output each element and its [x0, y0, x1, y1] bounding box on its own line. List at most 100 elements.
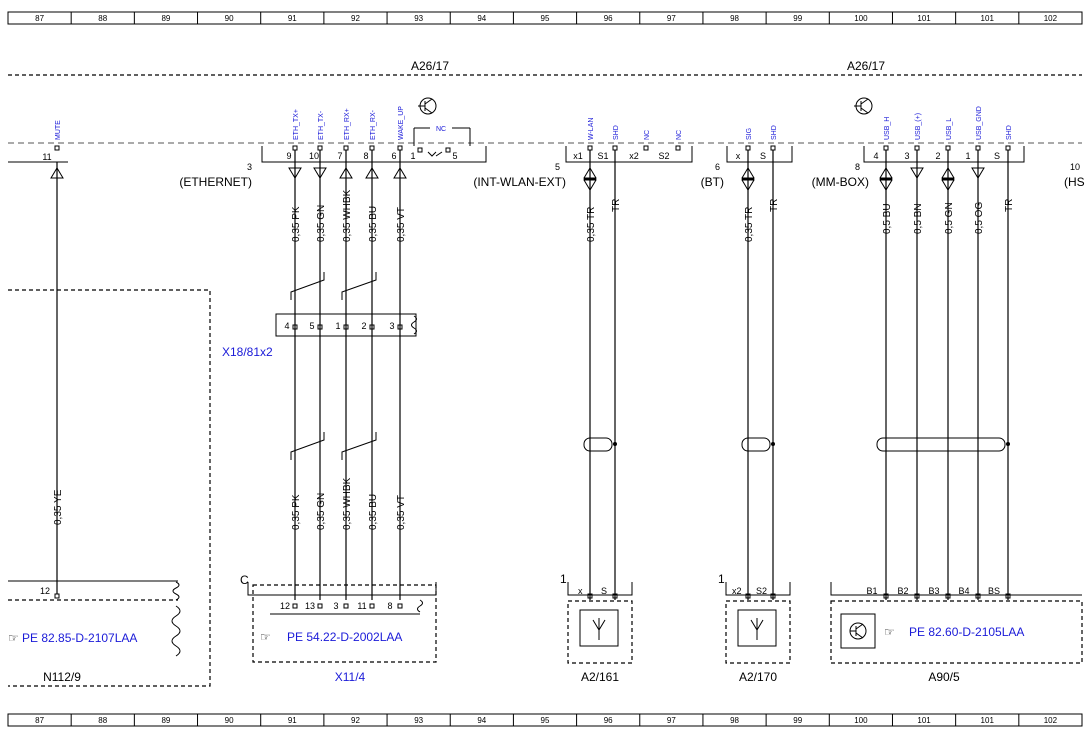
ruler-cell: 89 [161, 716, 170, 725]
pin-number: 10 [309, 151, 319, 161]
pin-number: 5 [309, 321, 314, 331]
output-arrow-icon [971, 167, 985, 179]
a90-ref-prefix-icon: ☞ [884, 625, 895, 639]
ruler-cell: 102 [1044, 716, 1058, 725]
pin-number: x2 [629, 151, 639, 161]
pin-number: 3 [904, 151, 909, 161]
module-label-right: A26/17 [847, 59, 885, 73]
pin-number: S1 [597, 151, 608, 161]
a90-label: A90/5 [928, 670, 960, 684]
ruler-cell: 95 [541, 716, 550, 725]
a90-reference-link[interactable]: PE 82.60-D-2105LAA [909, 625, 1024, 639]
pin-number: 2 [935, 151, 940, 161]
wire-label: TR [769, 199, 780, 212]
wire-label: TR [1004, 199, 1015, 212]
pin-number: 12 [40, 586, 50, 596]
pin-number: 11 [357, 601, 366, 611]
pin-signal: NC [676, 130, 683, 140]
pin-number: 1 [965, 151, 970, 161]
bidirectional-arrow-icon [583, 167, 597, 179]
connector-number: 8 [855, 162, 860, 172]
ruler-cell: 99 [793, 14, 802, 23]
module-label-left: A26/17 [411, 59, 449, 73]
pin-number: 9 [286, 151, 291, 161]
ruler-cell: 97 [667, 14, 676, 23]
n112-ref-prefix-icon: ☞ [8, 631, 19, 645]
ruler-cell: 89 [161, 14, 170, 23]
ruler-cell: 91 [288, 14, 297, 23]
ruler-cell: 87 [35, 716, 44, 725]
pin-number: S [994, 151, 1000, 161]
wire-label: 0,35 WHBK [342, 477, 353, 530]
x11-corner: C [240, 573, 249, 587]
wire-label: 0,35 PK [291, 206, 302, 242]
ruler-cell: 92 [351, 716, 360, 725]
pin-signal: W-LAN [588, 118, 595, 140]
wire-label: 0,5 OG [974, 202, 985, 234]
a2-170-corner: 1 [718, 572, 725, 586]
input-arrow-icon [339, 167, 353, 179]
connector-label: (ETHERNET) [179, 175, 252, 189]
ruler-cell: 98 [730, 716, 739, 725]
pin-number: 8 [363, 151, 368, 161]
x11-reference-link[interactable]: PE 54.22-D-2002LAA [287, 630, 402, 644]
pin-signal: USB_GND [976, 106, 983, 140]
connector-label: (BT) [701, 175, 724, 189]
connector-label: (MM-BOX) [812, 175, 869, 189]
input-arrow-icon [365, 167, 379, 179]
a2-161-corner: 1 [560, 572, 567, 586]
pin-signal: USB_(+) [915, 113, 922, 140]
transistor-icon [854, 97, 873, 115]
ruler-cell: 92 [351, 14, 360, 23]
pin-number: x [736, 151, 741, 161]
connector-number: 5 [555, 162, 560, 172]
ruler-cell: 91 [288, 716, 297, 725]
pin-number: 3 [333, 601, 338, 611]
pin-signal: WAKE_UP [398, 106, 405, 140]
pin-number: B4 [958, 586, 969, 596]
mmbox-connector: 8 (MM-BOX) USB_H4USB_(+)3USB_L2USB_GND1S… [812, 106, 1025, 600]
pin-signal: ETH_RX+ [344, 108, 351, 140]
n112-reference-link[interactable]: PE 82.85-D-2107LAA [22, 631, 137, 645]
pin-signal: SHD [771, 125, 778, 140]
pin-number: 4 [873, 151, 878, 161]
x18-label: X18/81x2 [222, 345, 273, 359]
output-arrow-icon [288, 167, 302, 179]
pin-number: 13 [305, 601, 315, 611]
wire-label: 0,35 VT [396, 495, 407, 530]
ruler-cell: 98 [730, 14, 739, 23]
pin-number: 12 [280, 601, 290, 611]
wire-label: 0,35 GN [316, 205, 327, 242]
pin-signal: ETH_RX- [370, 109, 377, 140]
connector-label: (INT-WLAN-EXT) [473, 175, 566, 189]
wire-label: 0,35 PK [291, 494, 302, 530]
next-connector: 10 (HS [1064, 162, 1085, 189]
wire-label: 0,35 VT [396, 207, 407, 242]
connector-number: 10 [1070, 162, 1080, 172]
wire-label: 0,35 TR [586, 207, 597, 242]
wire-label: 0,35 BU [368, 206, 379, 242]
antenna-icon [750, 618, 764, 640]
pin-signal: USB_H [884, 117, 891, 140]
output-arrow-icon [910, 167, 924, 179]
mute-column: MUTE 11 0,35 YE [8, 120, 68, 594]
ruler-cell: 96 [604, 14, 613, 23]
n112-label: N112/9 [43, 670, 81, 684]
pin-number: 2 [361, 321, 366, 331]
pin-number: S2 [658, 151, 669, 161]
component-n112: 12 ☞ PE 82.85-D-2107LAA N112/9 [8, 289, 211, 687]
pin-signal: SHD [1006, 125, 1013, 140]
antenna-icon [592, 618, 606, 640]
a2-170-label: A2/170 [739, 670, 777, 684]
wire-label: 0,5 BN [913, 203, 924, 234]
output-arrow-icon [313, 167, 327, 179]
ruler-cell: 100 [854, 716, 868, 725]
pin-number: x [578, 586, 583, 596]
ruler-cell: 90 [225, 716, 234, 725]
wire-label: 0,35 TR [744, 207, 755, 242]
amplifier-icon [840, 613, 876, 649]
